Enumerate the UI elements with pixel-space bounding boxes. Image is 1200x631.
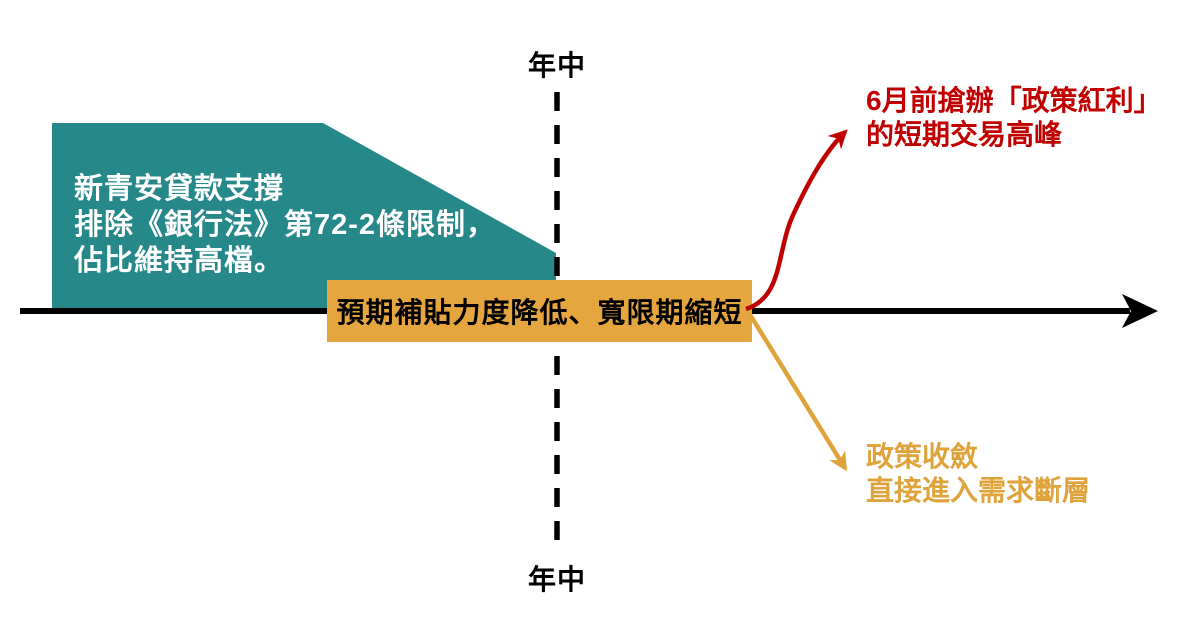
support-phase-line-3: 佔比維持高檔。: [74, 245, 285, 277]
rush-peak-curve-arrow: [745, 129, 848, 312]
midyear-bottom-label: 年中: [527, 564, 586, 595]
demand-gap-arrow: [747, 311, 847, 472]
support-phase-text: 新青安貸款支撐 排除《銀行法》第72-2條限制， 佔比維持高檔。: [74, 171, 496, 279]
policy-change-label: 預期補貼力度降低、寬限期縮短: [336, 297, 743, 328]
support-phase-shape: [52, 123, 556, 310]
rush-peak-annotation: 6月前搶辦「政策紅利」 的短期交易高峰: [866, 84, 1162, 152]
policy-change-box: 預期補貼力度降低、寬限期縮短: [327, 280, 752, 342]
axis-arrowhead-icon: [1122, 294, 1158, 328]
demand-gap-annotation: 政策收斂 直接進入需求斷層: [866, 440, 1090, 508]
support-phase-line-1: 新青安貸款支撐: [74, 173, 285, 205]
support-phase-line-2: 排除《銀行法》第72-2條限制，: [74, 209, 497, 241]
demand-gap-line-1: 政策收斂: [866, 441, 979, 472]
demand-gap-line-2: 直接進入需求斷層: [866, 475, 1091, 506]
midyear-top-label: 年中: [527, 50, 586, 81]
rush-peak-line-1: 6月前搶辦「政策紅利」: [866, 85, 1162, 116]
rush-peak-line-2: 的短期交易高峰: [866, 119, 1063, 150]
